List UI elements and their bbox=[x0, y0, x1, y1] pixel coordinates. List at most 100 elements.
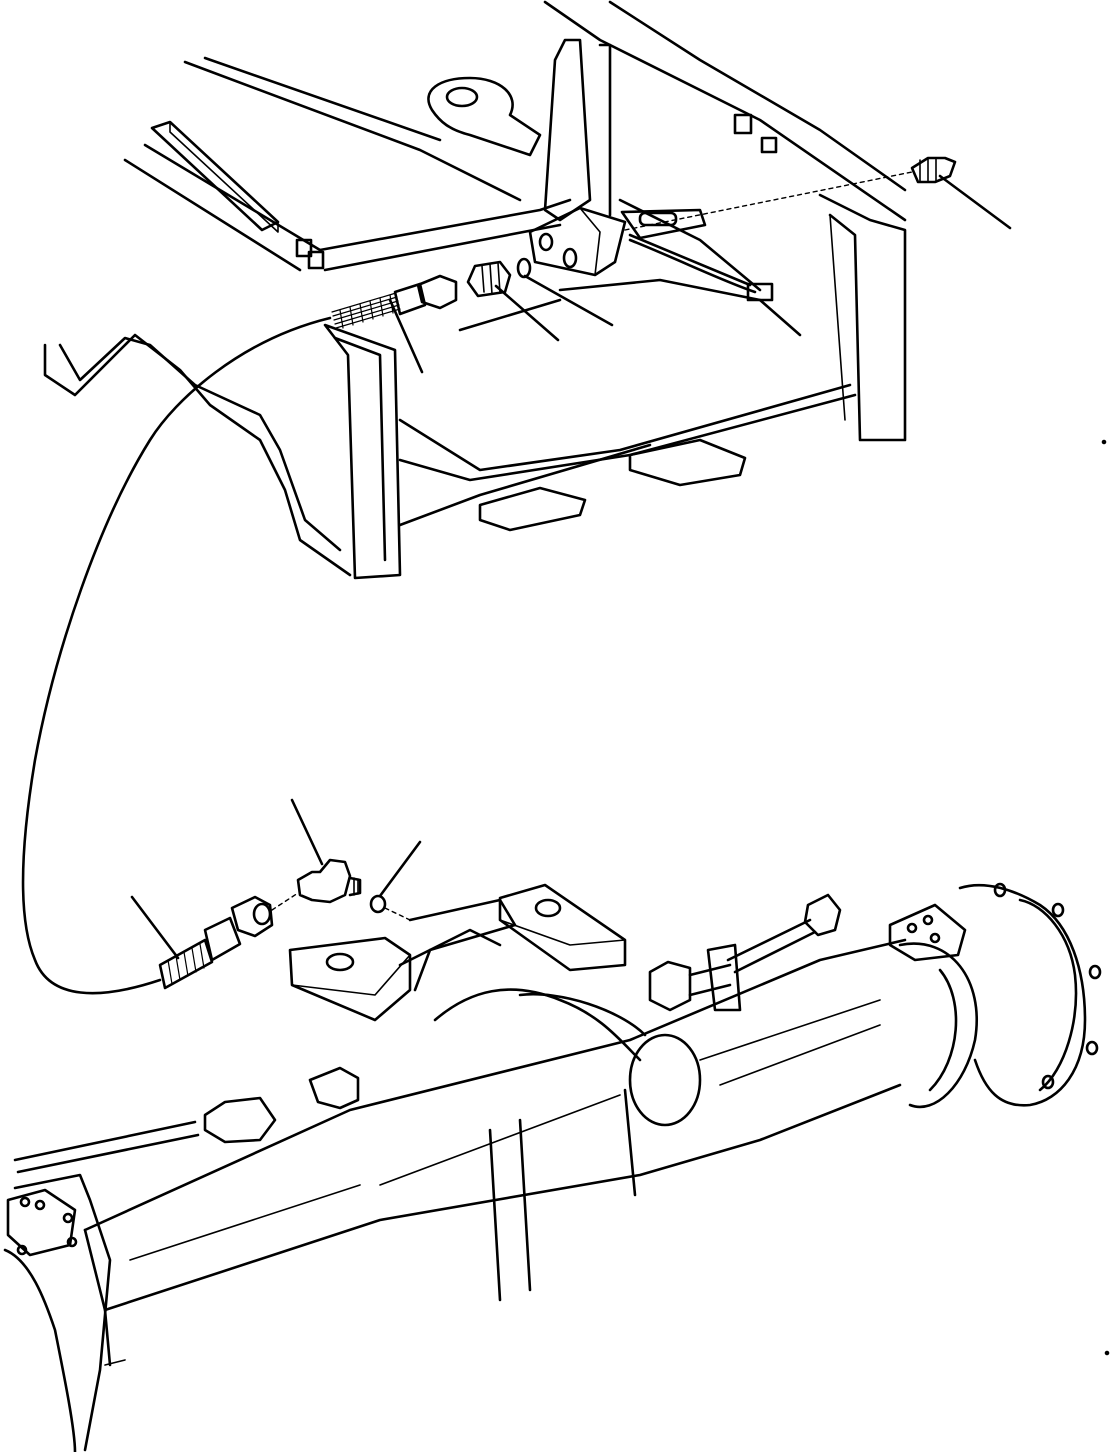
wheel-stud-5 bbox=[1041, 1074, 1055, 1090]
grease-nipple bbox=[910, 156, 957, 184]
axle-housing-center bbox=[488, 1088, 637, 1302]
frame-side-wall-left bbox=[543, 38, 592, 222]
small-lug-1 bbox=[733, 113, 753, 135]
frame-rail-left-long-2 bbox=[203, 56, 442, 142]
pivot-lug-hole bbox=[445, 86, 479, 108]
hose-end-lower-outline bbox=[158, 938, 214, 990]
frame-front-plate-inner bbox=[333, 336, 387, 562]
o-ring-lower bbox=[369, 894, 387, 914]
axle-housing-rib-3 bbox=[699, 999, 881, 1061]
lower-leader-dash-1 bbox=[271, 892, 299, 911]
rail-end-block-edge bbox=[169, 121, 279, 233]
small-lug-4 bbox=[307, 250, 325, 270]
axle-mount-pad-right-edge bbox=[499, 919, 626, 946]
steering-cylinder-rod-right bbox=[688, 963, 732, 997]
callout-leaders bbox=[130, 174, 1012, 960]
adapter-fitting bbox=[466, 260, 512, 298]
axle-arch bbox=[433, 988, 642, 1062]
hose-nut-lower-face bbox=[252, 902, 272, 926]
axle-housing-rib-1 bbox=[129, 1184, 361, 1261]
mount-plate bbox=[620, 208, 707, 240]
scan-dot-2 bbox=[1104, 1350, 1110, 1356]
callout-leader-hose-end-lower bbox=[130, 895, 180, 960]
kingpin-plate-right bbox=[888, 903, 967, 962]
axle-mount-pad-left bbox=[288, 936, 412, 1022]
axle-bridge-inner bbox=[398, 928, 502, 967]
frame-foot-right bbox=[628, 438, 747, 487]
callout-leader-elbow-fitting bbox=[290, 798, 324, 866]
left-plate-bolt-5 bbox=[16, 1244, 28, 1256]
wheel-stud-2 bbox=[1051, 902, 1065, 918]
frame-bottom-plate bbox=[398, 383, 852, 472]
sensor-plug bbox=[746, 282, 774, 302]
frame-top-rail-outer bbox=[543, 0, 907, 222]
axle-mount-pad-right-hole bbox=[534, 898, 562, 918]
elbow-thread-marks bbox=[353, 877, 359, 896]
axle-mount-pad-left-hole bbox=[325, 952, 355, 972]
wheel-stud-3 bbox=[1088, 964, 1102, 980]
wheel-stud-4 bbox=[1085, 1040, 1099, 1056]
axle-right-end bbox=[898, 942, 978, 1109]
axle-pivot-body bbox=[518, 992, 647, 1037]
kingpin-bolt-1 bbox=[906, 922, 918, 934]
hose-end-hatching-upper bbox=[331, 292, 401, 329]
mount-plate-slot bbox=[638, 211, 678, 227]
axle-pivot-boss bbox=[628, 1033, 702, 1127]
hose-nut-upper bbox=[416, 274, 458, 310]
manifold-block-edge bbox=[579, 207, 601, 276]
frame-rail-left-lower-2 bbox=[143, 143, 322, 252]
frame-crossmember-upper-2 bbox=[323, 223, 562, 272]
callout-leader-o-ring-lower bbox=[378, 840, 422, 898]
kingpin-bolt-3 bbox=[922, 914, 934, 926]
hose-ferrule-lower bbox=[203, 916, 242, 962]
hatch-line bbox=[334, 304, 400, 325]
frame-side-wall-right bbox=[598, 43, 612, 217]
axle-left-lower-rib bbox=[104, 1359, 126, 1366]
axle-left-plate bbox=[6, 1188, 77, 1257]
grease-nipple-leader bbox=[624, 171, 913, 231]
inner-wall-line-2 bbox=[628, 233, 752, 287]
callout-leader-o-ring-upper bbox=[523, 274, 614, 327]
axle-assembly bbox=[3, 882, 1102, 1452]
steering-cylinder-body-left bbox=[203, 1096, 277, 1144]
steering-knuckle-arm bbox=[803, 893, 842, 937]
lower-leader-dash-2 bbox=[384, 907, 411, 921]
frame-rail-left-long bbox=[183, 60, 522, 202]
sensor-wire bbox=[628, 238, 757, 294]
axle-housing-bottom bbox=[103, 1083, 902, 1312]
manifold-port-1 bbox=[538, 232, 554, 252]
hatch-line bbox=[335, 308, 401, 329]
hose-nut-lower bbox=[230, 895, 274, 938]
wheel-hub-flange bbox=[1018, 898, 1078, 1092]
grease-nipple-thread bbox=[919, 157, 937, 183]
callout-leader-adapter-fitting bbox=[494, 284, 560, 342]
left-plate-bolt-2 bbox=[34, 1199, 46, 1211]
axle-mount-pad-left-edge bbox=[291, 954, 411, 996]
steering-link-rod bbox=[726, 918, 817, 974]
left-plate-bolt-1 bbox=[19, 1196, 31, 1208]
manifold-block bbox=[528, 206, 627, 277]
steering-cylinder-rod-left bbox=[13, 1120, 200, 1174]
upper-fitting-stack bbox=[331, 156, 957, 329]
callout-leader-grease-nipple bbox=[938, 174, 1012, 230]
frame-assembly bbox=[43, 0, 907, 580]
frame-rail-left-lower bbox=[123, 158, 302, 272]
manifold-port-2 bbox=[562, 247, 578, 269]
hatch-line bbox=[339, 294, 394, 329]
wheel-stud-1 bbox=[993, 882, 1007, 898]
frame-inner-details bbox=[295, 113, 778, 302]
frame-inner-floor bbox=[558, 278, 802, 337]
small-lug-2 bbox=[760, 136, 778, 154]
elbow-thread bbox=[348, 876, 362, 897]
frame-front-plate-outer bbox=[323, 323, 402, 580]
left-plate-bolt-3 bbox=[62, 1212, 74, 1224]
hose-end-hatching-lower bbox=[158, 938, 214, 990]
frame-inner-floor-2 bbox=[458, 298, 562, 332]
hose-ferrule-upper bbox=[393, 282, 427, 316]
axle-housing-rib-4 bbox=[719, 1024, 881, 1086]
hatch-line bbox=[167, 943, 205, 985]
adapter-thread bbox=[481, 262, 501, 295]
frame-left-bracket-inner bbox=[58, 336, 342, 552]
axle-left-end-outer bbox=[13, 1173, 112, 1452]
